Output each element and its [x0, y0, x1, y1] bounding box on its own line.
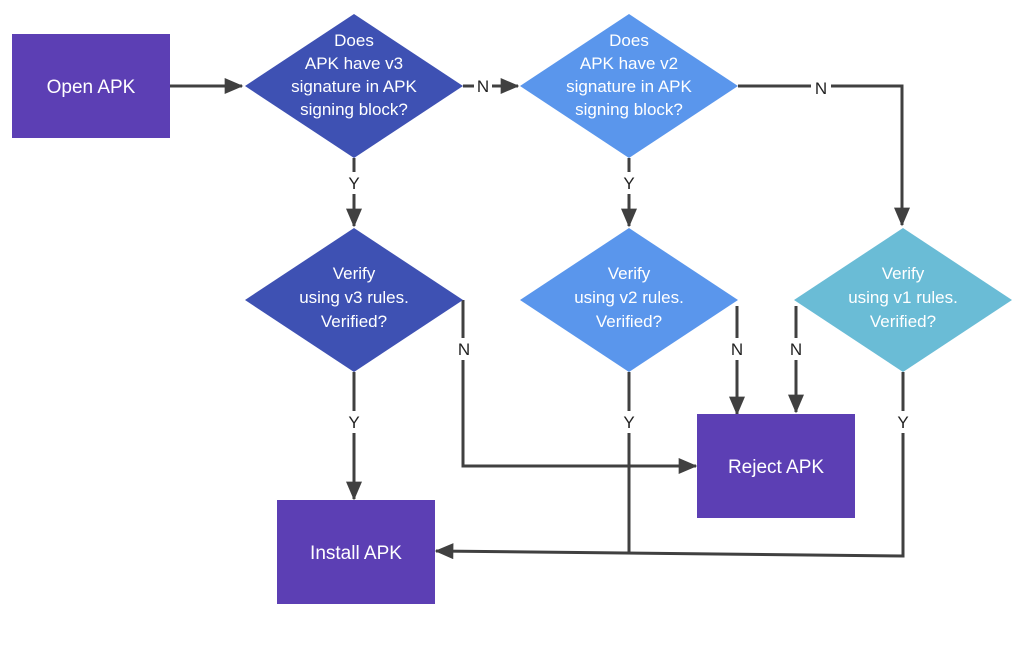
- verify-v1-diamond: Verify using v1 rules. Verified?: [794, 228, 1012, 372]
- edge-label-v3-no: N: [477, 77, 489, 96]
- edge-label-v2-yes: Y: [623, 174, 634, 193]
- edge-label-v2-no: N: [815, 79, 827, 98]
- verify-v1-line-1: Verify: [882, 264, 925, 283]
- v2-question-line-4: signing block?: [575, 100, 683, 119]
- reject-apk-box: Reject APK: [697, 414, 855, 518]
- verify-v2-line-2: using v2 rules.: [574, 288, 684, 307]
- edge-label-verify-v3-no: N: [458, 340, 470, 359]
- edge-label-v3-yes: Y: [348, 174, 359, 193]
- v3-signature-question-diamond: Does APK have v3 signature in APK signin…: [245, 14, 463, 158]
- edge-label-verify-v1-no: N: [790, 340, 802, 359]
- edge-label-verify-v3-yes: Y: [348, 413, 359, 432]
- v3-question-line-2: APK have v3: [305, 54, 403, 73]
- verify-v2-line-1: Verify: [608, 264, 651, 283]
- v2-question-line-3: signature in APK: [566, 77, 692, 96]
- verify-v2-line-3: Verified?: [596, 312, 662, 331]
- edge-v2-question-no: [738, 84, 910, 227]
- verify-v3-diamond: Verify using v3 rules. Verified?: [245, 228, 463, 372]
- edge-label-verify-v1-yes: Y: [897, 413, 908, 432]
- v3-question-line-3: signature in APK: [291, 77, 417, 96]
- edge-verify-v1-yes: [434, 372, 905, 560]
- v2-question-line-2: APK have v2: [580, 54, 678, 73]
- verify-v3-line-2: using v3 rules.: [299, 288, 409, 307]
- verify-v1-line-3: Verified?: [870, 312, 936, 331]
- verify-v3-line-1: Verify: [333, 264, 376, 283]
- verify-v1-line-2: using v1 rules.: [848, 288, 958, 307]
- edge-label-verify-v2-yes: Y: [623, 413, 634, 432]
- install-apk-box: Install APK: [277, 500, 435, 604]
- v2-signature-question-diamond: Does APK have v2 signature in APK signin…: [520, 14, 738, 158]
- open-apk-label: Open APK: [47, 77, 136, 98]
- edge-label-verify-v2-no: N: [731, 340, 743, 359]
- edge-labels: N N Y Y N N N Y Y Y: [345, 75, 912, 433]
- install-apk-label: Install APK: [310, 543, 402, 564]
- verify-v3-line-3: Verified?: [321, 312, 387, 331]
- verify-v2-diamond: Verify using v2 rules. Verified?: [520, 228, 738, 372]
- v2-question-line-1: Does: [609, 31, 649, 50]
- reject-apk-label: Reject APK: [728, 457, 824, 478]
- v3-question-line-4: signing block?: [300, 100, 408, 119]
- open-apk-box: Open APK: [12, 34, 170, 138]
- nodes: Open APK Does APK have v3 signature in A…: [12, 14, 1012, 604]
- v3-question-line-1: Does: [334, 31, 374, 50]
